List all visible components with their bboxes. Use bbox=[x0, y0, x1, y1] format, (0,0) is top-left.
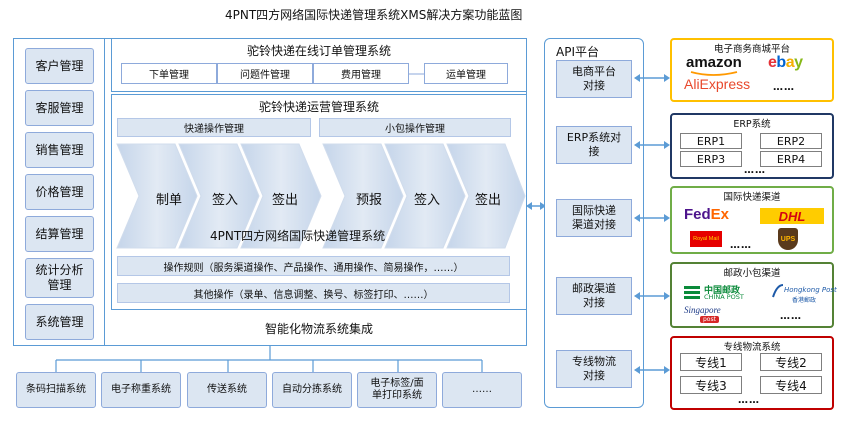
aliexpress-logo: AliExpress bbox=[684, 76, 751, 92]
ebay-logo: ebay bbox=[768, 54, 803, 71]
workflow-chevrons bbox=[116, 143, 526, 249]
main-to-api-arrow bbox=[526, 202, 546, 210]
partner-line-box bbox=[670, 336, 834, 410]
express-title: 国际快递渠道 bbox=[723, 192, 781, 203]
chevron-create bbox=[116, 143, 198, 249]
erp-cell-1: ERP1 bbox=[680, 133, 742, 149]
postal-title: 邮政小包渠道 bbox=[723, 268, 781, 279]
china-post-cn: 中国邮政 bbox=[704, 286, 741, 296]
ecommerce-title: 电子商务商城平台 bbox=[713, 44, 790, 55]
rule-bar-2: 其他操作（录单、信息调整、换号、标签打印、……） bbox=[117, 283, 510, 303]
online-order-title: 驼铃快递在线订单管理系统 bbox=[246, 44, 391, 58]
tab-connectors bbox=[409, 73, 424, 75]
tab-problem[interactable]: 问题件管理 bbox=[217, 63, 313, 84]
device-barcode-scanner[interactable]: 条码扫描系统 bbox=[16, 372, 96, 408]
menu-service[interactable]: 客服管理 bbox=[25, 90, 94, 126]
api-ecommerce[interactable]: 电商平台 对接 bbox=[556, 60, 632, 98]
step-forecast[interactable]: 预报 bbox=[356, 193, 383, 208]
device-more[interactable]: …… bbox=[442, 372, 522, 408]
amazon-logo: amazon bbox=[686, 54, 742, 71]
api-line[interactable]: 专线物流 对接 bbox=[556, 350, 632, 388]
erp-title: ERP系统 bbox=[733, 119, 771, 130]
erp-cell-4: ERP4 bbox=[760, 151, 822, 167]
menu-customer[interactable]: 客户管理 bbox=[25, 48, 94, 84]
express-ops-header: 快递操作管理 bbox=[117, 118, 311, 137]
chevron-parcel-out bbox=[446, 143, 526, 249]
device-sorting[interactable]: 自动分拣系统 bbox=[272, 372, 352, 408]
api-erp[interactable]: ERP系统对 接 bbox=[556, 126, 632, 164]
chevron-forecast bbox=[322, 143, 404, 249]
chevron-express-out bbox=[240, 143, 322, 249]
api-title: API平台 bbox=[556, 45, 599, 59]
device-weighing[interactable]: 电子称重系统 bbox=[101, 372, 181, 408]
menu-system[interactable]: 系统管理 bbox=[25, 304, 94, 340]
line-title: 专线物流系统 bbox=[723, 342, 781, 353]
step-create[interactable]: 制单 bbox=[156, 193, 183, 208]
watermark-text: 4PNT四方网络国际快递管理系统 bbox=[210, 229, 386, 243]
partner-postal-box bbox=[670, 262, 834, 328]
menu-price[interactable]: 价格管理 bbox=[25, 174, 94, 210]
partner-ecommerce-box bbox=[670, 38, 834, 102]
ecommerce-more: …… bbox=[773, 82, 795, 93]
singapore-post-badge: post bbox=[700, 316, 719, 323]
dhl-logo: DHL bbox=[760, 208, 824, 224]
fedex-logo: FedEx bbox=[684, 206, 730, 223]
step-parcel-in[interactable]: 签入 bbox=[414, 193, 441, 208]
parcel-ops-header: 小包操作管理 bbox=[319, 118, 511, 137]
line-cell-4: 专线4 bbox=[760, 376, 822, 394]
tab-order[interactable]: 下单管理 bbox=[121, 63, 217, 84]
line-cell-1: 专线1 bbox=[680, 353, 742, 371]
singapore-post-logo: Singapore bbox=[684, 305, 721, 315]
line-cell-2: 专线2 bbox=[760, 353, 822, 371]
hongkong-post-en: Hongkong Post bbox=[784, 286, 837, 294]
postal-more: …… bbox=[780, 311, 802, 322]
tab-waybill[interactable]: 运单管理 bbox=[424, 63, 508, 84]
royal-mail-logo: Royal Mail bbox=[690, 231, 722, 247]
ups-logo: UPS bbox=[778, 228, 798, 250]
api-express[interactable]: 国际快递 渠道对接 bbox=[556, 199, 632, 237]
express-more: …… bbox=[730, 240, 752, 251]
page-title: 4PNT四方网络国际快递管理系统XMS解决方案功能蓝图 bbox=[225, 8, 523, 22]
api-partner-arrows bbox=[634, 74, 670, 374]
device-label-printing[interactable]: 电子标签/面 单打印系统 bbox=[357, 372, 437, 408]
china-post-en: CHINA POST bbox=[704, 293, 744, 301]
hongkong-post-cn: 香港郵政 bbox=[792, 297, 817, 304]
amazon-smile-icon bbox=[690, 71, 738, 76]
integration-title: 智能化物流系统集成 bbox=[264, 322, 373, 336]
integration-connectors bbox=[55, 346, 483, 372]
erp-cell-2: ERP2 bbox=[760, 133, 822, 149]
chevron-express-in bbox=[178, 143, 260, 249]
menu-settlement[interactable]: 结算管理 bbox=[25, 216, 94, 252]
step-parcel-out[interactable]: 签出 bbox=[475, 193, 502, 208]
erp-cell-3: ERP3 bbox=[680, 151, 742, 167]
line-more: …… bbox=[738, 395, 760, 406]
china-post-icon bbox=[684, 286, 700, 299]
device-conveyor[interactable]: 传送系统 bbox=[187, 372, 267, 408]
step-express-in[interactable]: 签入 bbox=[212, 193, 239, 208]
tab-fee[interactable]: 费用管理 bbox=[313, 63, 409, 84]
menu-statistics[interactable]: 统计分析 管理 bbox=[25, 258, 94, 298]
operations-title: 驼铃快递运营管理系统 bbox=[258, 100, 379, 114]
hongkong-post-icon bbox=[772, 284, 784, 298]
step-express-out[interactable]: 签出 bbox=[272, 193, 299, 208]
rule-bar-1: 操作规则（服务渠道操作、产品操作、通用操作、简易操作，……） bbox=[117, 256, 510, 276]
menu-sales[interactable]: 销售管理 bbox=[25, 132, 94, 168]
line-cell-3: 专线3 bbox=[680, 376, 742, 394]
api-postal[interactable]: 邮政渠道 对接 bbox=[556, 277, 632, 315]
chevron-parcel-in bbox=[384, 143, 466, 249]
erp-more: …… bbox=[744, 165, 766, 176]
